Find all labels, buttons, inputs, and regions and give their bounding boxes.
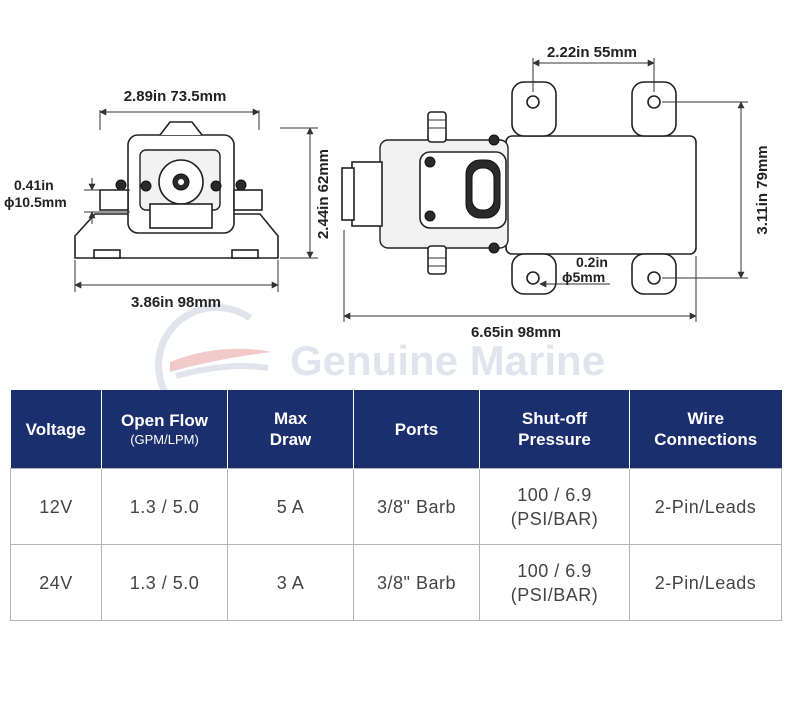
cell-shutoff-pressure: 100 / 6.9(PSI/BAR) (479, 544, 630, 621)
dim-label-base-width: 3.86in 98mm (131, 294, 221, 311)
dim-label-total-length: 6.65in 98mm (471, 324, 561, 341)
cell-open-flow: 1.3 / 5.0 (101, 544, 228, 621)
specifications-table: Voltage Open Flow(GPM/LPM) Max Draw Port… (10, 390, 782, 621)
cell-max-draw: 3 A (227, 544, 354, 621)
cell-ports: 3/8" Barb (353, 544, 480, 621)
header-shutoff-pressure: Shut-off Pressure (479, 390, 630, 469)
header-wire-connections: Wire Connections (629, 390, 782, 469)
dimension-mount-spacing: 2.22in 55mm (532, 44, 655, 92)
dim-label-port-in: 0.41in (14, 177, 54, 193)
dimension-port-diameter: 0.41in ϕ10.5mm (4, 177, 130, 224)
header-ports: Ports (353, 390, 480, 469)
brand-name: Genuine Marine (290, 337, 605, 384)
table-row: 12V 1.3 / 5.0 5 A 3/8" Barb 100 / 6.9(PS… (10, 468, 782, 545)
header-max-draw: Max Draw (227, 390, 354, 469)
dim-label-hole-in: 0.2in (576, 254, 608, 270)
cell-wire-connections: 2-Pin/Leads (629, 544, 782, 621)
dimension-front-width: 2.89in 73.5mm (99, 88, 260, 130)
cell-shutoff-pressure: 100 / 6.9(PSI/BAR) (479, 468, 630, 545)
table-header-row: Voltage Open Flow(GPM/LPM) Max Draw Port… (10, 390, 782, 469)
dim-label-port-mm: ϕ10.5mm (4, 194, 67, 210)
header-open-flow: Open Flow(GPM/LPM) (101, 390, 228, 469)
dim-label-mount-spacing: 2.22in 55mm (547, 44, 637, 61)
header-open-flow-unit: (GPM/LPM) (130, 431, 199, 447)
dimension-hole-diameter: 0.2in ϕ5mm (539, 254, 610, 288)
header-voltage: Voltage (10, 390, 102, 469)
dimension-base-width: 3.86in 98mm (74, 260, 279, 311)
pump-front-view (74, 121, 279, 259)
dimension-total-length: 6.65in 98mm (343, 230, 697, 341)
dimension-mount-height: 3.11in 79mm (662, 101, 771, 279)
dim-label-front-height: 2.44in 62mm (315, 149, 332, 239)
dim-label-hole-mm: ϕ5mm (562, 269, 605, 285)
pump-side-view (341, 81, 697, 295)
cell-ports: 3/8" Barb (353, 468, 480, 545)
dimension-front-height: 2.44in 62mm (280, 127, 332, 259)
table-row: 24V 1.3 / 5.0 3 A 3/8" Barb 100 / 6.9(PS… (10, 544, 782, 621)
cell-max-draw: 5 A (227, 468, 354, 545)
dim-label-front-width: 2.89in 73.5mm (124, 88, 227, 105)
cell-voltage: 12V (10, 468, 102, 545)
brand-watermark: Genuine Marine (155, 303, 605, 390)
cell-wire-connections: 2-Pin/Leads (629, 468, 782, 545)
brand-logo-icon (155, 303, 272, 390)
technical-drawing: Genuine Marine (4, 44, 771, 390)
dim-label-mount-height: 3.11in 79mm (754, 145, 771, 234)
cell-voltage: 24V (10, 544, 102, 621)
cell-open-flow: 1.3 / 5.0 (101, 468, 228, 545)
